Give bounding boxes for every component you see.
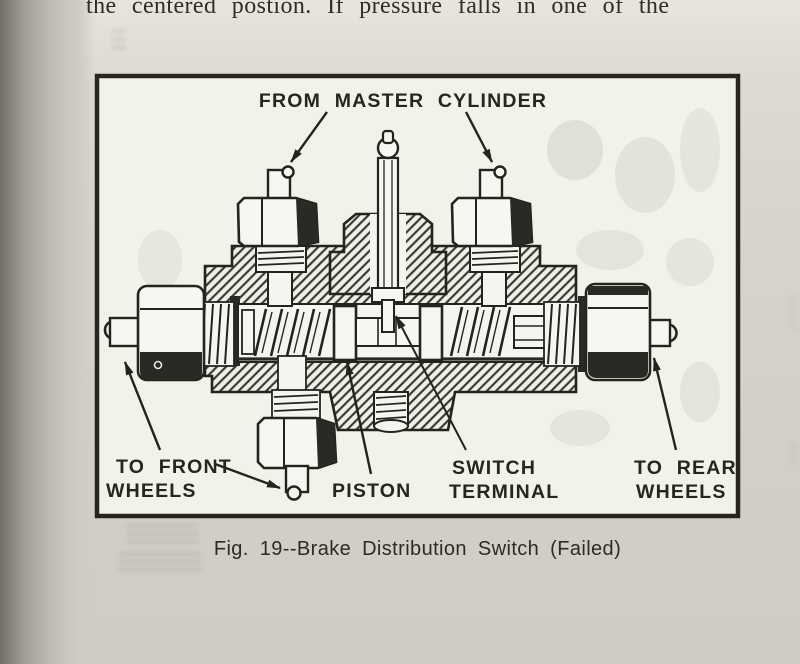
label-to-rear-wheels-line1: TO REAR bbox=[634, 457, 737, 479]
left-inlet-fitting bbox=[236, 165, 320, 307]
leader-piston bbox=[345, 361, 373, 475]
bottom-outlet-tube-tip bbox=[286, 485, 302, 501]
leader-from-master-right bbox=[464, 111, 494, 163]
leader-lines bbox=[123, 111, 678, 490]
figure-labels: FROM MASTER CYLINDER TO FRONT WHEELS PIS… bbox=[106, 90, 737, 503]
left-inlet-flare-ring bbox=[281, 165, 295, 179]
figure-caption: Fig. 19--Brake Distribution Switch (Fail… bbox=[213, 538, 622, 560]
bottom-outlet-fitting bbox=[256, 355, 338, 501]
left-recess-shadow bbox=[230, 296, 240, 366]
label-switch-terminal-line2: TERMINAL bbox=[449, 481, 559, 503]
label-to-rear-wheels-line2: WHEELS bbox=[636, 481, 727, 503]
leader-to-front-wheels-side bbox=[123, 361, 162, 451]
bore bbox=[237, 303, 579, 363]
label-switch-terminal-line1: SWITCH bbox=[452, 457, 536, 479]
bottom-plug-screw bbox=[373, 391, 409, 433]
right-inlet-fitting bbox=[450, 165, 534, 307]
left-outlet-fitting bbox=[103, 284, 235, 382]
label-piston: PISTON bbox=[332, 480, 411, 502]
body-text-line: the centered postion. If pressure falls … bbox=[86, 0, 670, 19]
leader-to-rear-wheels bbox=[652, 357, 678, 451]
leader-from-master-left bbox=[290, 111, 328, 163]
book-gutter-shadow bbox=[0, 0, 96, 664]
paper-stains bbox=[138, 108, 720, 446]
leader-to-front-wheels-bottom bbox=[214, 462, 281, 490]
switch-terminal-pin bbox=[370, 129, 406, 333]
left-spring bbox=[253, 308, 332, 357]
leader-switch-terminal bbox=[395, 315, 467, 451]
right-outlet-fitting bbox=[543, 282, 678, 382]
right-inlet-flare-ring bbox=[493, 165, 507, 179]
label-to-front-wheels-line2: WHEELS bbox=[106, 480, 197, 502]
label-from-master-cylinder: FROM MASTER CYLINDER bbox=[259, 90, 547, 112]
right-recess-shadow bbox=[578, 296, 586, 372]
label-to-front-wheels-line1: TO FRONT bbox=[116, 456, 232, 478]
right-spring bbox=[449, 306, 512, 357]
